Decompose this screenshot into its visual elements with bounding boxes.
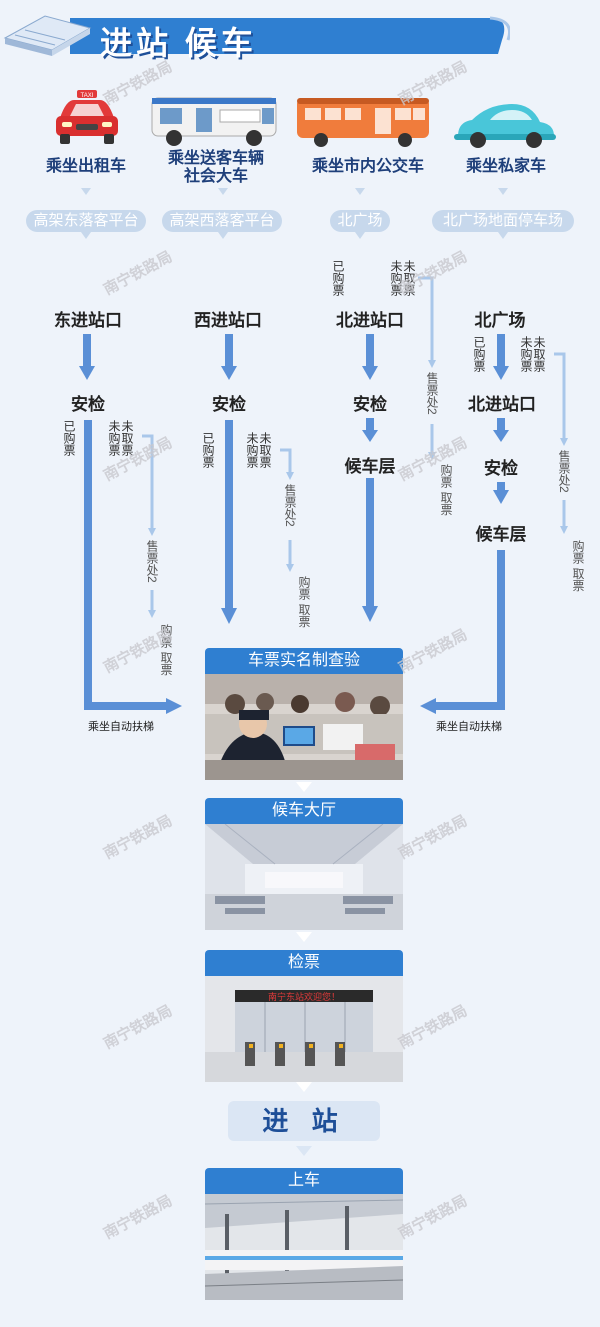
boarding-photo (205, 1194, 403, 1300)
vehicle-label-bus: 乘坐市内公交车 (311, 158, 424, 175)
node-west-security: 安检 (212, 395, 246, 414)
bus-icon (295, 96, 431, 148)
stage-header-waiting-hall: 候车大厅 (205, 798, 403, 824)
node-east-entrance: 东进站口 (54, 311, 122, 330)
label-buy-pick: 购票 取票 (159, 624, 173, 676)
taxi-icon: TAXI (52, 88, 122, 150)
enter-station-label: 进 站 (228, 1101, 380, 1141)
node-right-waiting-floor: 候车层 (475, 525, 527, 544)
stage-header-ticket-check: 车票实名制查验 (205, 648, 403, 674)
label-not-bought: 未购票 (245, 432, 259, 468)
label-not-bought: 未购票 (389, 260, 403, 296)
label-not-picked: 未取票 (402, 260, 416, 296)
label-bought: 已购票 (331, 260, 345, 296)
stage-header-ticket-gate: 检票 (205, 950, 403, 976)
label-ticket-office-2: 售票处2 (557, 450, 571, 493)
label-ticket-office-2: 售票处2 (145, 540, 159, 583)
node-north-square: 北广场 (474, 311, 526, 330)
vehicle-label-van: 乘坐送客车辆 社会大车 (167, 150, 264, 185)
platform-east: 高架东落客平台 (26, 210, 146, 232)
label-buy-pick: 购票 取票 (297, 576, 311, 628)
label-not-bought: 未购票 (107, 420, 121, 456)
car-icon (450, 100, 560, 150)
down-triangle-icons (81, 188, 508, 195)
escalator-label-right: 乘坐自动扶梯 (436, 721, 502, 733)
label-bought: 已购票 (62, 420, 76, 456)
vehicle-label-taxi: 乘坐出租车 (45, 158, 126, 175)
platform-north-parking: 北广场地面停车场 (432, 210, 574, 232)
label-bought: 已购票 (472, 336, 486, 372)
node-east-security: 安检 (71, 395, 105, 414)
node-north-waiting-floor: 候车层 (344, 457, 396, 476)
label-not-picked: 未取票 (532, 336, 546, 372)
van-icon (150, 96, 278, 148)
station-icon (0, 8, 95, 58)
escalator-label-left: 乘坐自动扶梯 (88, 721, 154, 733)
platform-west: 高架西落客平台 (162, 210, 282, 232)
label-ticket-office-2: 售票处2 (425, 372, 439, 415)
node-right-security: 安检 (484, 459, 518, 478)
label-buy-pick: 购票 取票 (439, 464, 453, 516)
page-title: 进站 候车 (100, 25, 257, 61)
node-north-entrance: 北进站口 (336, 311, 404, 330)
node-north-security: 安检 (353, 395, 387, 414)
stage-header-boarding: 上车 (205, 1168, 403, 1194)
taxi-sign: TAXI (81, 93, 94, 99)
label-bought: 已购票 (201, 432, 215, 468)
ticket-gate-photo (205, 976, 403, 1082)
node-west-entrance: 西进站口 (194, 311, 262, 330)
label-not-picked: 未取票 (120, 420, 134, 456)
waiting-hall-photo (205, 824, 403, 930)
label-not-bought: 未购票 (519, 336, 533, 372)
station-welcome-sign: 南宁东站欢迎您！ (267, 992, 340, 1002)
vehicle-label-car: 乘坐私家车 (465, 158, 546, 175)
label-buy-pick: 购票 取票 (571, 540, 585, 592)
node-north-entrance-2: 北进站口 (468, 395, 536, 414)
label-not-picked: 未取票 (258, 432, 272, 468)
ticket-check-photo (205, 674, 403, 780)
down-triangle-icons-2 (81, 232, 508, 239)
title-banner (70, 16, 510, 54)
label-ticket-office-2: 售票处2 (283, 484, 297, 527)
platform-north-square: 北广场 (330, 210, 390, 232)
